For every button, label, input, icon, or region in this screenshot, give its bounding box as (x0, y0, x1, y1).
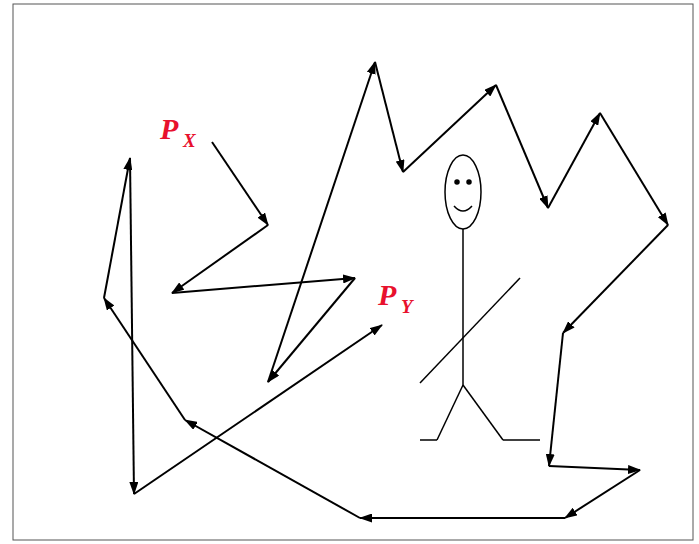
figure-body (462, 229, 464, 385)
figure-eye (467, 180, 471, 184)
step-arrow (403, 85, 496, 172)
step-arrow (375, 62, 403, 172)
stick-figure (420, 155, 540, 440)
figure-leg (463, 385, 503, 440)
step-arrow (212, 142, 268, 225)
figure-smile (454, 206, 472, 211)
step-arrow (496, 85, 548, 208)
step-arrow (172, 225, 268, 293)
walk-path (104, 62, 668, 518)
step-arrow (104, 298, 185, 420)
step-arrow (130, 158, 134, 494)
step-arrow (548, 113, 600, 208)
step-arrow (563, 225, 668, 333)
step-arrow (172, 278, 355, 293)
figure-foot (503, 439, 540, 441)
step-arrow (360, 517, 565, 519)
step-arrow (549, 333, 563, 466)
figure-arms (420, 278, 520, 383)
figure-eye (455, 180, 459, 184)
step-arrow (134, 325, 382, 494)
subscript-letter: Y (401, 297, 413, 316)
step-arrow (565, 470, 640, 518)
figure-leg (437, 385, 463, 440)
step-arrow (600, 113, 668, 225)
step-arrow (104, 158, 130, 298)
figure-foot (420, 439, 437, 441)
step-arrow (268, 278, 355, 382)
point-letter: P (378, 280, 396, 310)
step-arrow (268, 62, 375, 382)
point-letter: P (160, 114, 178, 144)
step-arrow (549, 466, 640, 470)
subscript-letter: X (183, 131, 196, 150)
step-arrow (185, 420, 360, 518)
frame (13, 4, 693, 540)
figure-head (445, 155, 481, 229)
